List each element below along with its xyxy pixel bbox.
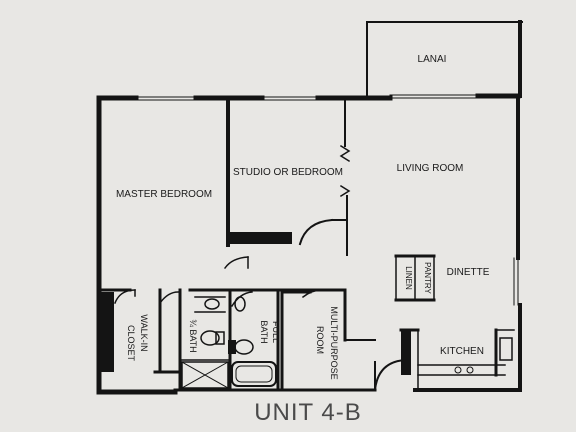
closet-label: CLOSET: [126, 325, 136, 362]
sink-icon: [204, 298, 220, 310]
studio-label: STUDIO OR BEDROOM: [233, 167, 343, 178]
three-quarter-bath-label: ¾ BATH: [188, 319, 198, 352]
master-bedroom-label: MASTER BEDROOM: [116, 189, 212, 200]
full-label: FULL: [271, 321, 281, 343]
toilet-icon: [200, 330, 220, 346]
dinette-label: DINETTE: [447, 267, 490, 278]
walls: [96, 20, 523, 395]
bath-label: BATH: [259, 320, 269, 343]
linen-label: LINEN: [404, 266, 413, 290]
room-labels: LANAI MASTER BEDROOM STUDIO OR BEDROOM L…: [116, 54, 490, 380]
lanai-label: LANAI: [418, 54, 447, 65]
pantry-label: PANTRY: [423, 262, 432, 294]
living-room-label: LIVING ROOM: [397, 163, 464, 174]
multi-purpose-label: MULTI-PURPOSE: [329, 306, 339, 379]
unit-title: UNIT 4-B: [254, 399, 362, 426]
fixtures: [200, 296, 254, 355]
walk-in-label: WALK-IN: [139, 314, 149, 351]
room-label: ROOM: [315, 326, 325, 354]
kitchen-label: KITCHEN: [440, 346, 484, 357]
sink-icon: [234, 296, 246, 312]
